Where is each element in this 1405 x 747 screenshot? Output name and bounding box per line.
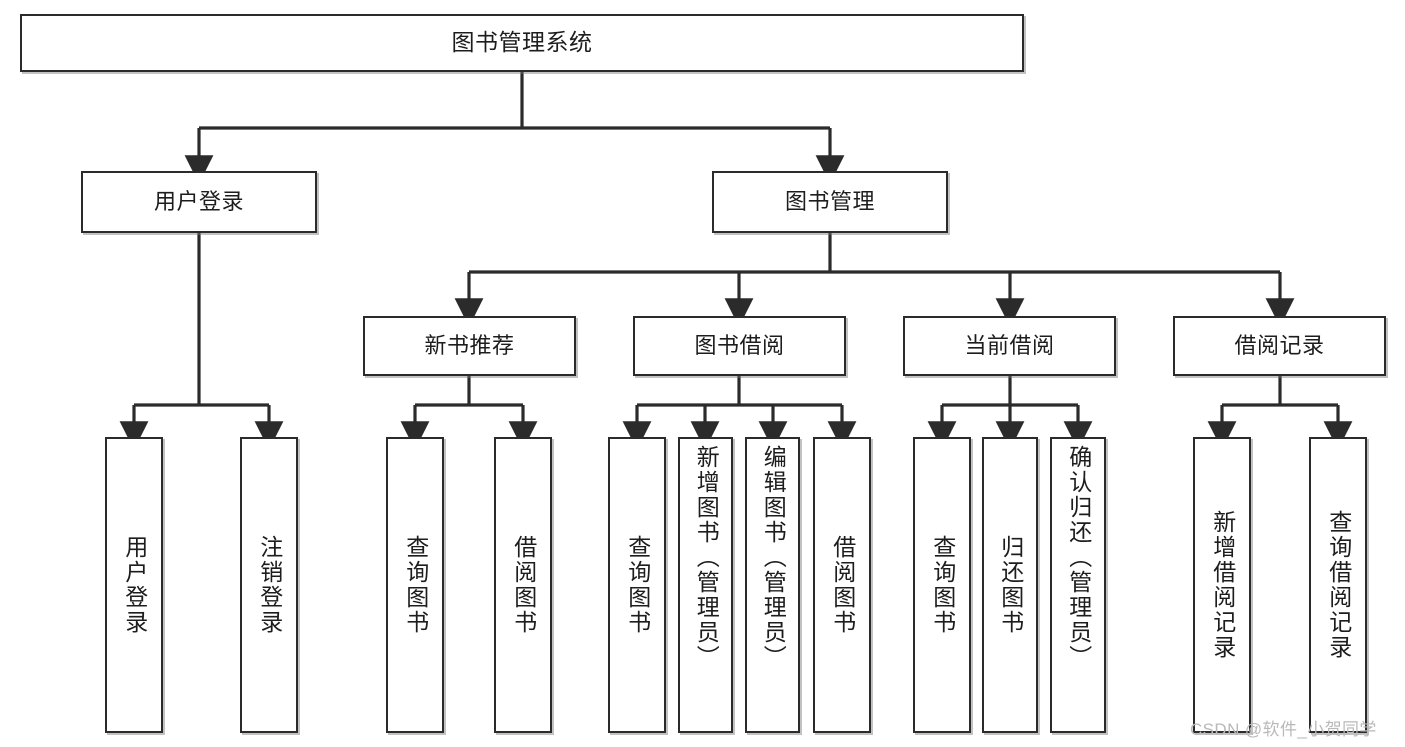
node-book-management[interactable]: 图书管理	[712, 171, 948, 233]
node-new-book-recommend[interactable]: 新书推荐	[363, 316, 576, 376]
leaf-user-login-login-label: 用户登录	[121, 535, 148, 635]
leaf-record-add-record[interactable]: 新增借阅记录	[1193, 437, 1251, 733]
node-root-system[interactable]: 图书管理系统	[20, 14, 1024, 72]
node-borrow-record-label: 借阅记录	[1234, 332, 1325, 358]
leaf-borrow-borrow-book[interactable]: 借阅图书	[813, 437, 871, 733]
leaf-current-confirm-return[interactable]: 确认归还（管理员）	[1050, 437, 1106, 733]
leaf-record-query-record[interactable]: 查询借阅记录	[1309, 437, 1367, 733]
csdn-watermark: CSDN @软件_小贺同学	[1190, 720, 1377, 739]
node-root-system-label: 图书管理系统	[451, 29, 593, 56]
leaf-current-confirm-return-label: 确认归还（管理员）	[1065, 445, 1092, 670]
node-borrow-record[interactable]: 借阅记录	[1173, 316, 1386, 376]
node-user-login-label: 用户登录	[153, 188, 244, 214]
leaf-recommend-query-book-label: 查询图书	[402, 535, 429, 635]
leaf-borrow-add-book-label: 新增图书（管理员）	[693, 445, 720, 670]
leaf-user-login-logout[interactable]: 注销登录	[240, 437, 298, 733]
leaf-borrow-edit-book[interactable]: 编辑图书（管理员）	[745, 437, 800, 733]
leaf-record-query-record-label: 查询借阅记录	[1325, 510, 1352, 660]
node-book-borrow-label: 图书借阅	[694, 332, 785, 358]
node-book-management-label: 图书管理	[784, 188, 875, 214]
node-book-borrow[interactable]: 图书借阅	[633, 316, 846, 376]
leaf-borrow-borrow-book-label: 借阅图书	[829, 535, 856, 635]
leaf-current-return-book[interactable]: 归还图书	[982, 437, 1038, 733]
node-current-borrow[interactable]: 当前借阅	[903, 316, 1116, 376]
leaf-recommend-query-book[interactable]: 查询图书	[386, 437, 444, 733]
leaf-borrow-add-book[interactable]: 新增图书（管理员）	[678, 437, 733, 733]
leaf-current-query-book-label: 查询图书	[929, 535, 956, 635]
node-current-borrow-label: 当前借阅	[964, 332, 1055, 358]
leaf-recommend-borrow-book[interactable]: 借阅图书	[494, 437, 552, 733]
node-user-login[interactable]: 用户登录	[81, 171, 317, 233]
leaf-recommend-borrow-book-label: 借阅图书	[510, 535, 537, 635]
leaf-current-query-book[interactable]: 查询图书	[913, 437, 971, 733]
leaf-current-return-book-label: 归还图书	[997, 535, 1024, 635]
leaf-user-login-login[interactable]: 用户登录	[105, 437, 163, 733]
leaf-borrow-query-book-label: 查询图书	[624, 535, 651, 635]
leaf-borrow-query-book[interactable]: 查询图书	[608, 437, 666, 733]
leaf-borrow-edit-book-label: 编辑图书（管理员）	[760, 445, 787, 670]
node-new-book-recommend-label: 新书推荐	[424, 332, 515, 358]
leaf-user-login-logout-label: 注销登录	[256, 535, 283, 635]
leaf-record-add-record-label: 新增借阅记录	[1209, 510, 1236, 660]
